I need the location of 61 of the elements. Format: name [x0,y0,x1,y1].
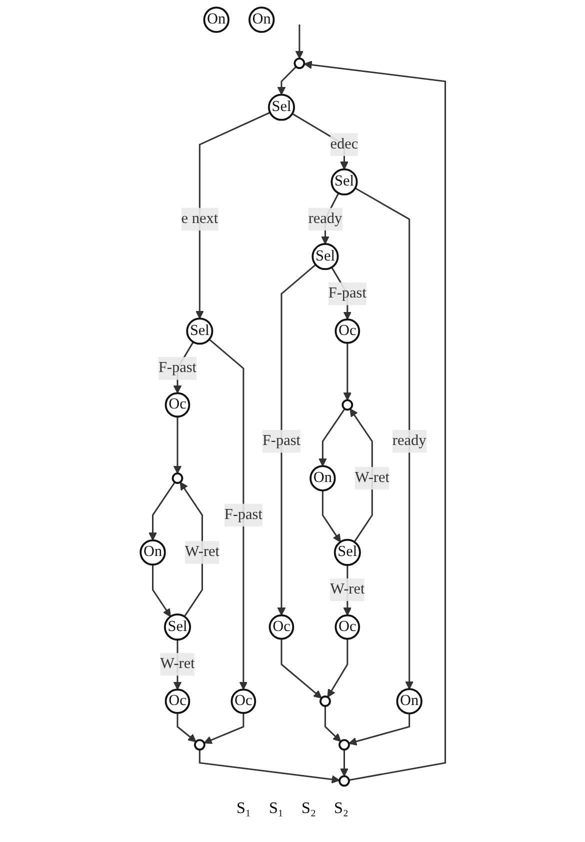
arrow [276,264,316,616]
arrow [303,60,446,781]
arrow [294,24,304,59]
node-circle: Sel [164,614,191,641]
arrow [195,112,270,319]
arrow [203,712,244,744]
node-circle [319,696,330,707]
edge-label: W-ret [330,581,364,598]
state-label: S₂ [334,800,348,818]
node-circle [194,739,205,750]
edge-label: W-ret [184,544,220,560]
node-circle: Sel [330,168,358,196]
arrow [172,416,182,474]
arrow [321,490,340,542]
edge-label: F-past [262,432,300,449]
node-circle: Oc [268,614,294,640]
edge-label: W-ret [160,656,194,672]
node-circle: Sel [333,538,360,566]
node-circle: On [396,688,422,714]
edge-label: F-past [328,285,366,302]
edge-label: ready [308,210,342,227]
node-circle: On [139,539,166,566]
node-circle: On [309,465,336,492]
edge-label: ready [392,432,426,449]
arrow [148,482,176,541]
node-circle [338,775,350,787]
node-circle: Oc [334,318,360,344]
node-circle: Sel [186,318,213,345]
node-circle [341,399,353,411]
arrow [324,706,341,742]
arrow [280,638,322,699]
edge-label: W-ret [354,470,390,486]
arrow [340,750,348,777]
edge-label: edec [330,136,358,152]
edge-label: F-past [158,360,196,376]
arrow [152,564,170,617]
arrow [176,712,196,742]
arrow [276,66,296,96]
arrow [318,408,345,466]
arrow [354,188,414,690]
node-circle: On [248,6,274,33]
node-circle [338,739,350,750]
state-label: S₁ [236,800,252,818]
arrow [326,638,348,698]
edge-label: e next [180,210,218,227]
arrow [342,342,352,401]
node-circle: Oc [230,688,256,714]
edge-label: F-past [224,506,262,523]
arrow [198,750,340,784]
state-label: S₂ [302,800,316,818]
arrow [348,713,410,746]
node-circle: Oc [164,688,190,714]
arrow [208,338,248,690]
node-circle: Oc [164,392,190,418]
node-circle [171,472,183,484]
node-circle: Sel [311,243,338,270]
state-label: S₁ [269,800,284,818]
node-circle [293,58,305,70]
node-circle: Sel [268,94,295,121]
node-circle: Oc [334,614,360,640]
node-circle: On [202,6,230,33]
